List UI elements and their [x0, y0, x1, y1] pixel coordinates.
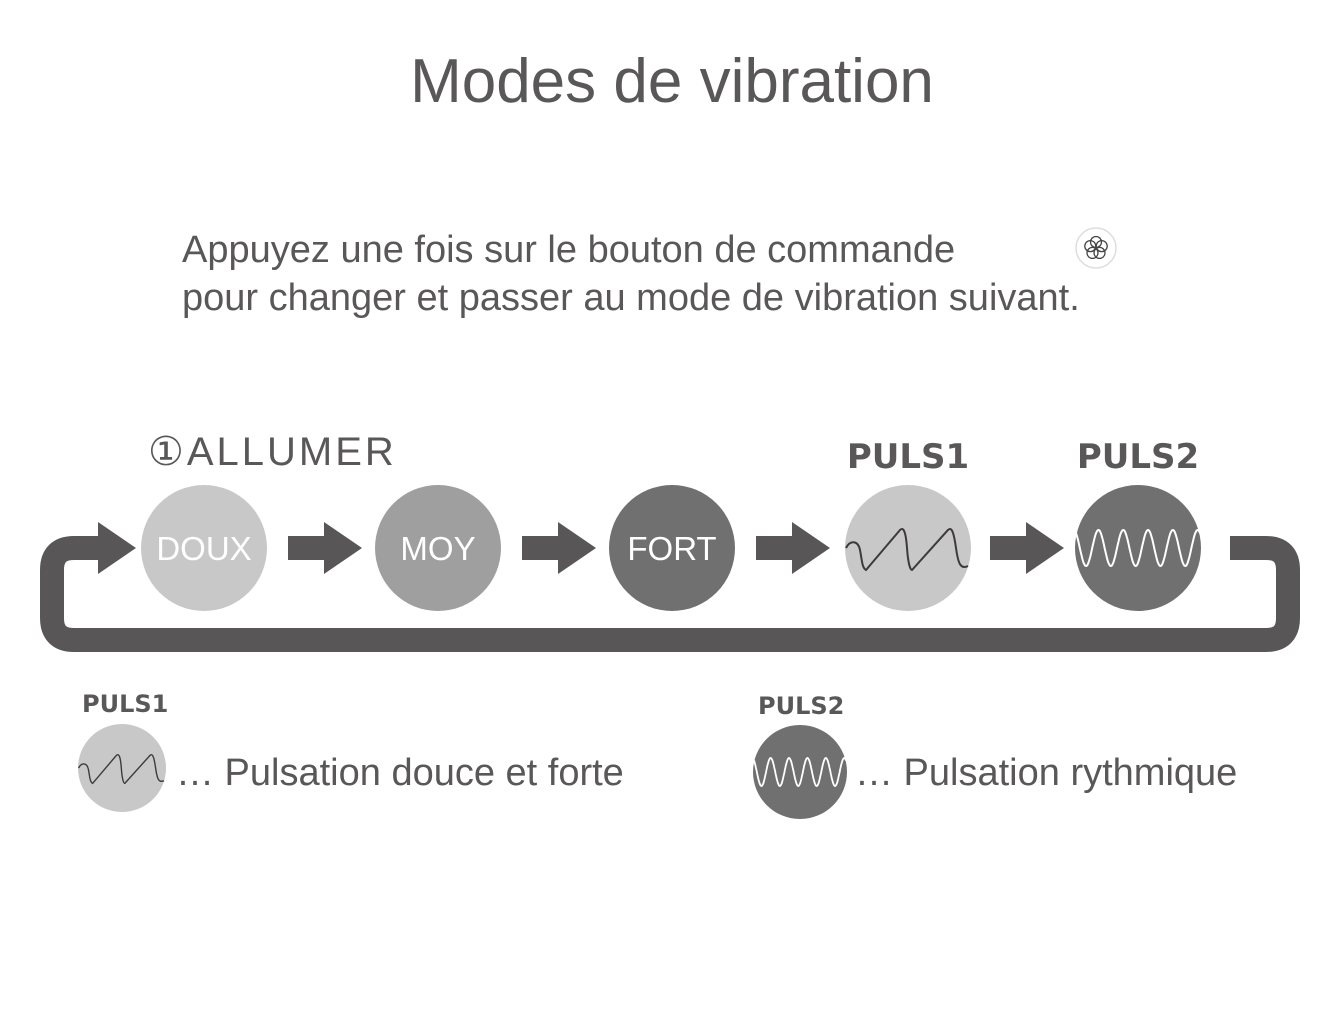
instruction-line-2: pour changer et passer au mode de vibrat… [182, 277, 1080, 319]
power-on-label: ①ALLUMER [148, 430, 397, 474]
mode-moy-label: MOY [400, 530, 475, 567]
legend-puls2-icon [753, 725, 847, 819]
flower-button-icon [1075, 227, 1117, 269]
legend-puls1-icon [77, 724, 166, 812]
loop-arrow-head [98, 522, 136, 574]
mode-fort-label: FORT [627, 530, 716, 567]
arrow-icon [756, 522, 830, 574]
mode-moy: MOY [375, 485, 501, 611]
instruction-line-1: Appuyez une fois sur le bouton de comman… [182, 229, 955, 271]
puls2-label: PULS2 [1077, 437, 1199, 477]
arrow-icon [522, 522, 596, 574]
sine-wave-icon [1075, 528, 1201, 568]
mode-puls1 [845, 485, 971, 611]
legend-puls2-label: PULS2 [758, 692, 844, 720]
legend-puls1-label: PULS1 [82, 690, 168, 718]
mode-doux-label: DOUX [156, 530, 251, 567]
arrow-icon [990, 522, 1064, 574]
page-title: Modes de vibration [410, 47, 934, 116]
puls1-label: PULS1 [847, 437, 969, 477]
legend-puls1-description: … Pulsation douce et forte [176, 752, 624, 794]
mode-fort: FORT [609, 485, 735, 611]
mode-doux: DOUX [141, 485, 267, 611]
mode-puls2 [1075, 485, 1201, 611]
loop-arrow [40, 536, 1300, 652]
legend-puls2-description: … Pulsation rythmique [855, 752, 1237, 794]
arrow-icon [288, 522, 362, 574]
